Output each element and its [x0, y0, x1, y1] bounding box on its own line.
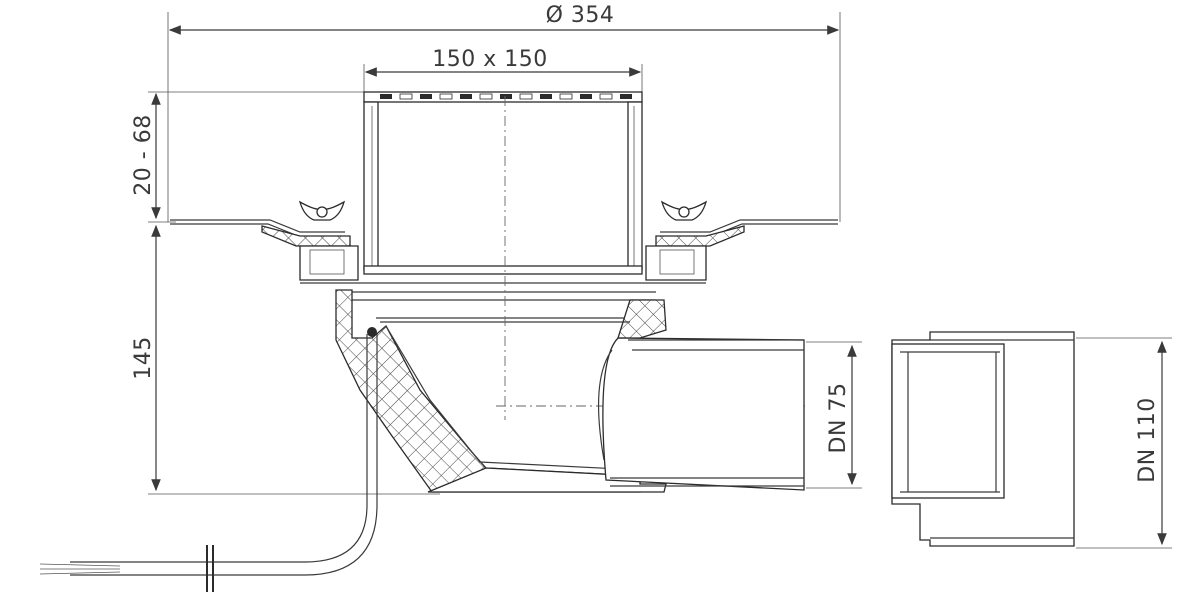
- right-wing-nut: [660, 200, 708, 221]
- heating-cable: [39, 327, 378, 592]
- adapter-dn110-label: DN 110: [1135, 397, 1160, 482]
- body-height-dimension: 145: [131, 224, 440, 495]
- height-adjust-label: 20 - 68: [131, 114, 156, 195]
- left-wing-nut: [298, 200, 346, 221]
- adapter-dn110: DN 110: [891, 331, 1172, 549]
- overall-diameter-label: Ø 354: [546, 3, 615, 28]
- grate-size-dimension: 150 x 150: [363, 47, 643, 92]
- outlet-dn75: DN 75: [597, 337, 862, 491]
- floor-flange: [170, 219, 838, 247]
- drain-body: [335, 289, 667, 493]
- overall-diameter-dimension: Ø 354: [167, 3, 841, 222]
- outlet-dn75-label: DN 75: [826, 383, 851, 454]
- body-height-label: 145: [131, 336, 156, 380]
- grate-extension: [350, 91, 656, 319]
- grate-slots: [380, 93, 632, 100]
- grate-size-label: 150 x 150: [432, 47, 548, 72]
- clamp-ring: [299, 245, 707, 284]
- height-adjust-dimension: 20 - 68: [131, 91, 364, 223]
